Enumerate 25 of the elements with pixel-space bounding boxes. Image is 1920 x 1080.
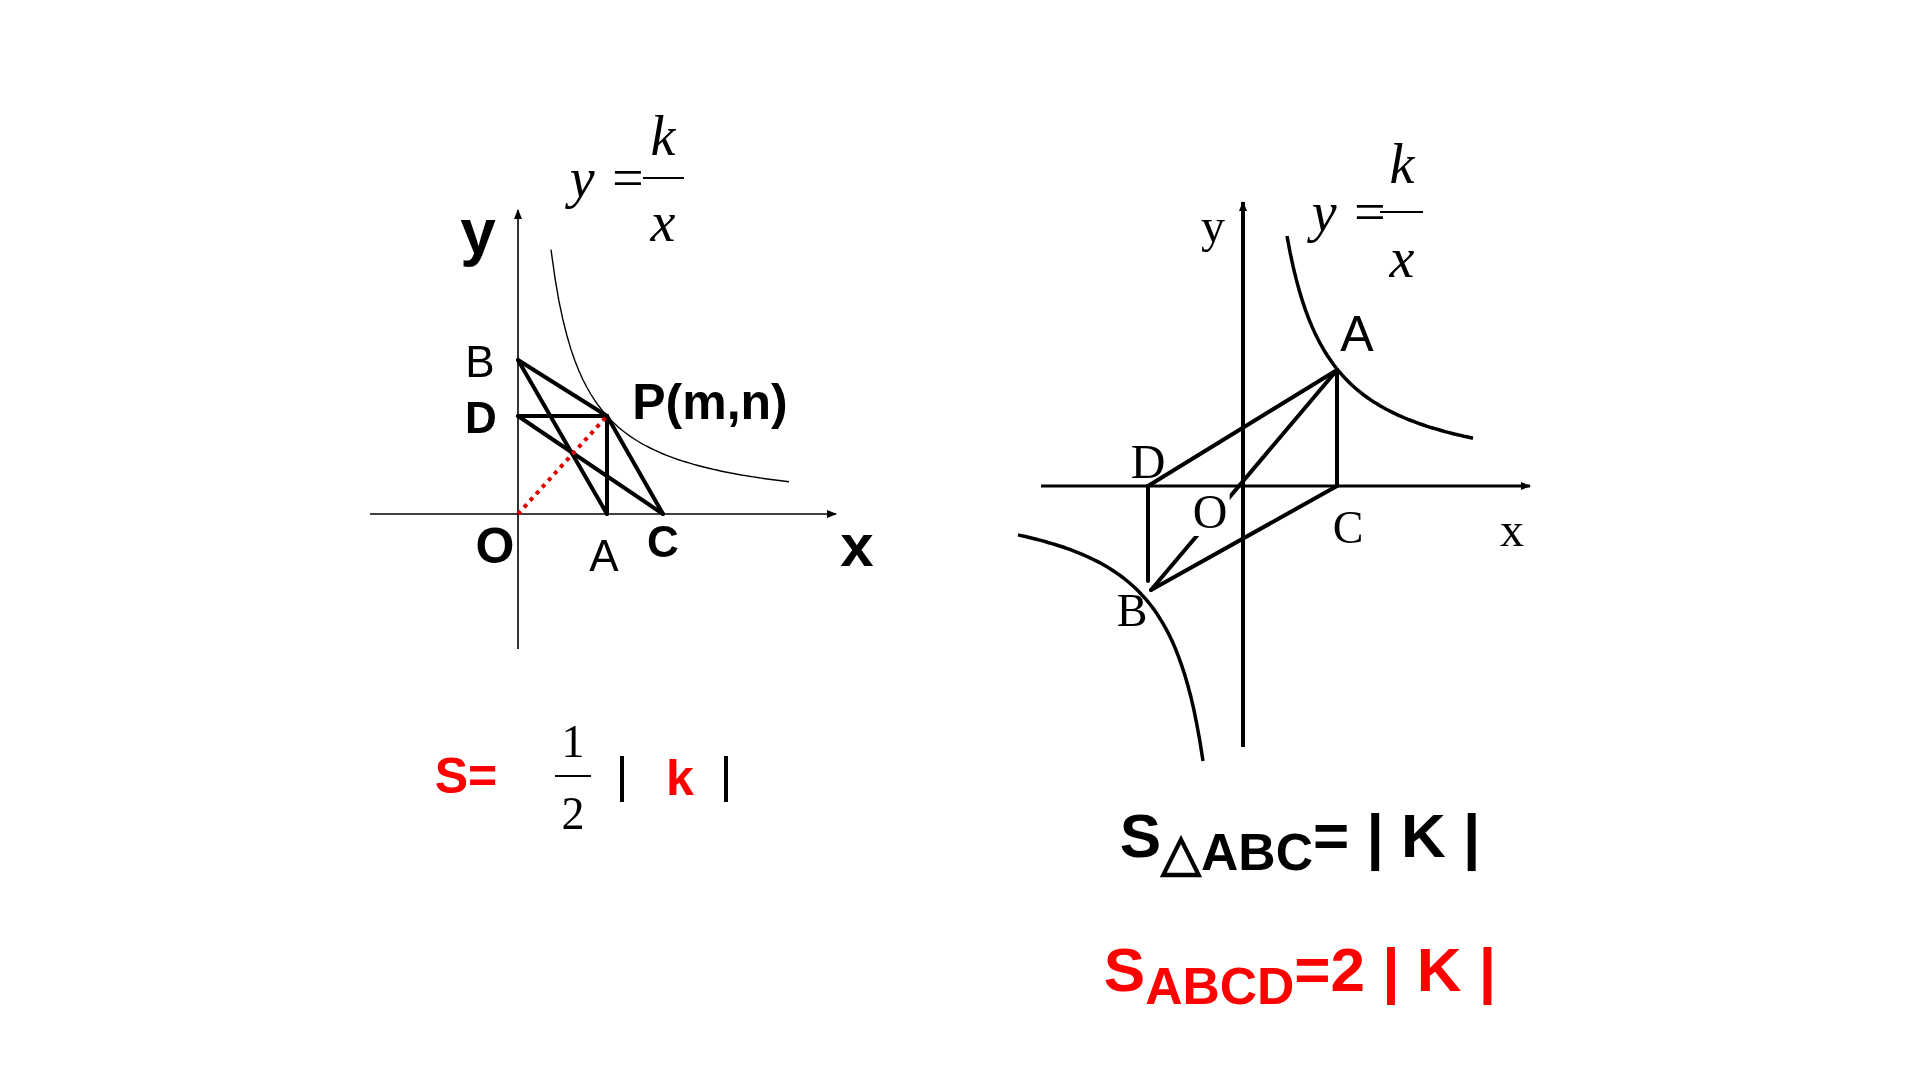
formula-text: k (666, 753, 694, 803)
point-label: A (1340, 309, 1374, 359)
point-label: C (1332, 505, 1364, 551)
point-label: A (589, 534, 619, 578)
point-label: B (465, 340, 495, 384)
formula-text: | (719, 750, 733, 800)
point-label: B (1116, 588, 1148, 634)
point-label: O (475, 521, 515, 571)
formula-text: k (1389, 136, 1415, 192)
formula-text: k (650, 108, 676, 164)
formula-text: x (650, 194, 676, 250)
axis-label: x (1500, 506, 1524, 554)
formula-text: S$_{△ABC}$= | K | (1119, 804, 1481, 880)
point-label: D (1130, 438, 1166, 486)
point-label: D (465, 396, 497, 440)
point-label: P(m,n) (632, 377, 788, 427)
axis-label: x (840, 516, 874, 576)
formula-text: S$_{ABCD}$=2 | K | (1103, 938, 1497, 1014)
point-label: C (647, 520, 679, 564)
axis-label: y (1201, 202, 1225, 250)
formula-text: S= (434, 751, 498, 801)
formula-text: 2 (561, 791, 585, 837)
formula-text: | (615, 750, 629, 800)
formula-text: 1 (561, 719, 585, 765)
formula-text: x (1389, 230, 1415, 286)
